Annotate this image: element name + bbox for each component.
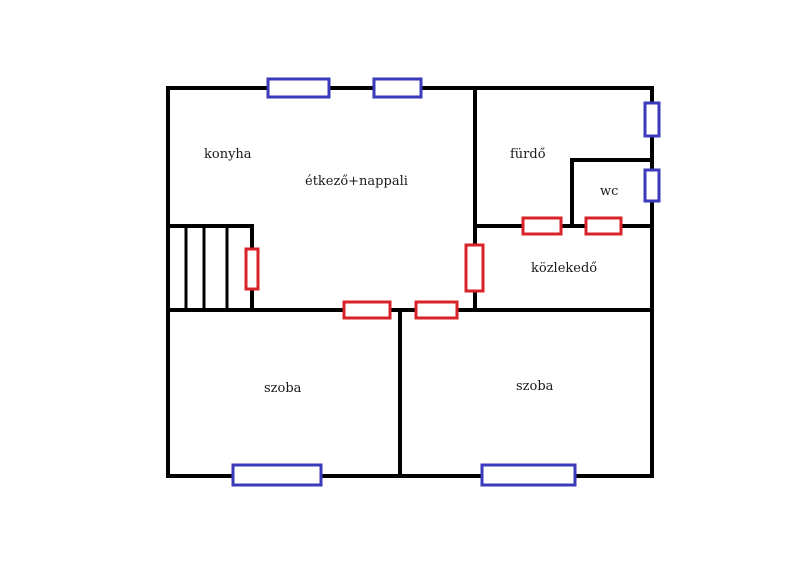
window-icon [643, 168, 661, 203]
doors-group [244, 216, 623, 320]
door-icon [244, 247, 260, 291]
window-icon [266, 77, 331, 99]
window-icon [480, 463, 577, 487]
door-icon [521, 216, 563, 236]
door-icon [414, 300, 459, 320]
door-icon [464, 243, 485, 293]
window-icon [643, 101, 661, 138]
door-icon [584, 216, 623, 236]
door-icon [342, 300, 392, 320]
room-label-etkezo-nappali: étkező+nappali [305, 174, 408, 189]
window-icon [372, 77, 423, 99]
room-label-wc: wc [600, 184, 618, 199]
windows-group [231, 77, 661, 487]
stairs-icon [166, 224, 254, 312]
room-label-szoba-right: szoba [516, 379, 554, 394]
room-label-konyha: konyha [204, 147, 252, 162]
room-label-kozlekedo: közlekedő [531, 261, 597, 276]
window-icon [231, 463, 323, 487]
room-label-furdo: fürdő [510, 147, 546, 162]
room-label-szoba-left: szoba [264, 381, 302, 396]
